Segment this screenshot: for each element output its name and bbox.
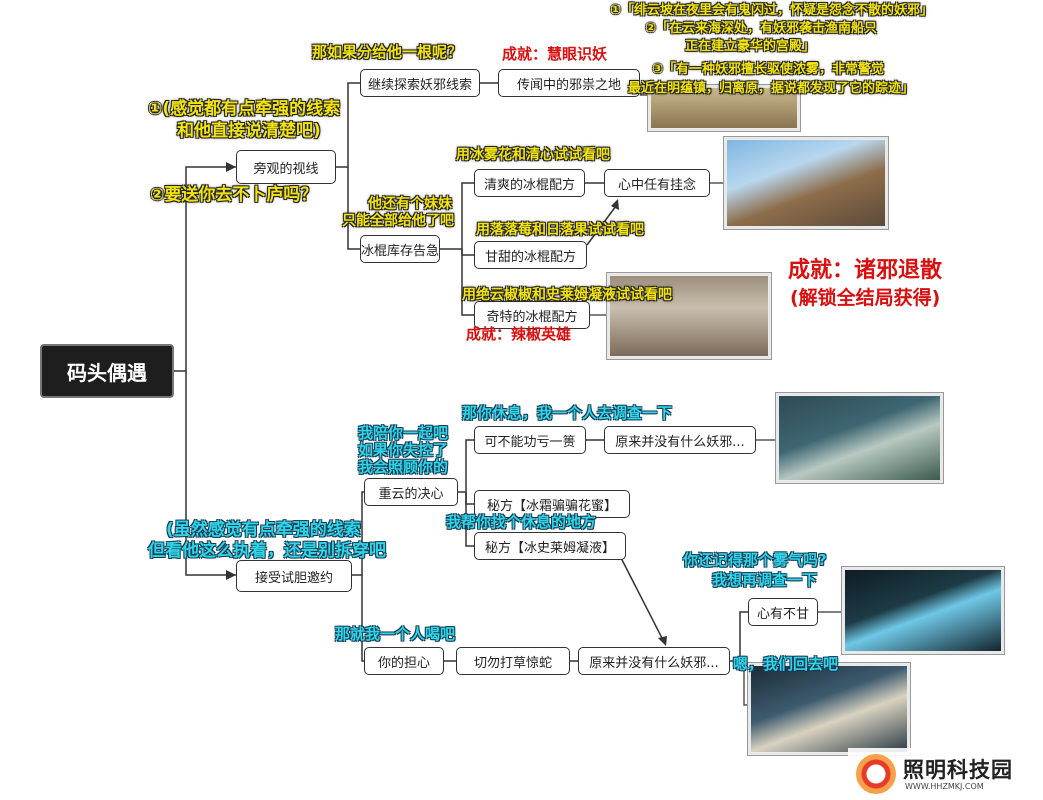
node-chuanwen: 传闻中的邪祟之地 [498, 69, 640, 97]
note-fen-gei: 那如果分给他一根呢？ [312, 43, 463, 61]
node-bingun: 冰棍库存告急 [360, 235, 440, 263]
note-jueyun: 用绝云椒椒和史莱姆凝液试试看吧 [462, 287, 672, 303]
achievement-huiyan: 成就：慧眼识妖 [502, 45, 608, 63]
node-qite: 奇特的冰棍配方 [474, 301, 590, 329]
note-yige: 那就我一个人喝吧 [335, 625, 456, 643]
node-jieshou: 接受试胆邀约 [236, 560, 352, 592]
node-xinyou: 心有不甘 [748, 598, 818, 626]
note-quest-3b: 最近在明蕴镇，归离原，据说都发现了它的踪迹」 [628, 81, 915, 96]
thumbnail-scene-3 [776, 393, 943, 483]
note-bang: 我帮你找个休息的地方 [446, 513, 597, 531]
node-jixu: 继续探索妖邪线索 [360, 69, 480, 97]
node-qingshuang: 清爽的冰棍配方 [474, 169, 585, 197]
note-quest-1: ①「绯云坡在夜里会有鬼闪过，怀疑是怨念不散的妖邪」 [610, 3, 934, 18]
root-node: 码头偶遇 [40, 344, 174, 398]
note-pei-b: 如果你失控了 [358, 441, 449, 459]
thumbnail-scene-2 [607, 273, 771, 359]
note-luoluo: 用落落莓和日落果试试看吧 [476, 222, 644, 238]
note-option-1a: ①(感觉都有点牵强的线索 [148, 99, 341, 119]
watermark-title: 照明科技园 [903, 758, 1013, 782]
note-option-2: ②要送你去不卜庐吗？ [150, 185, 318, 205]
note-jide: 你还记得那个雾气吗? [683, 551, 827, 569]
watermark-url: WWW.HHZMKJ.COM [905, 782, 984, 791]
thumbnail-scene-1 [724, 137, 888, 229]
node-tiantian: 甘甜的冰棍配方 [474, 241, 587, 269]
note-suiran-b: 但看他这么执着，还是别拆穿吧 [148, 541, 386, 561]
node-pangguan: 旁观的视线 [236, 150, 336, 184]
note-quest-3a: ③「有一种妖邪擅长驱使浓雾，非常警觉 [652, 62, 885, 77]
watermark-logo-icon [856, 754, 896, 794]
achievement-lajiao: 成就：辣椒英雄 [466, 325, 572, 343]
node-mifang-1: 秘方【冰霜骗骗花蜜】 [474, 490, 630, 518]
achievement-zhuxie: 成就：诸邪退散 [788, 258, 943, 283]
note-zai: 我想再调查一下 [712, 571, 818, 589]
node-yuanlai-1: 原来并没有什么妖邪... [604, 426, 756, 454]
note-xiuxi: 那你休息，我一个人去调查一下 [462, 404, 673, 422]
node-yuanlai-2: 原来并没有什么妖邪... [578, 647, 730, 675]
note-pei-a: 我陪你一起吧 [358, 424, 449, 442]
note-pei-c: 我会照顾你的 [358, 458, 449, 476]
node-mifang-2: 秘方【冰史莱姆凝液】 [474, 532, 626, 560]
node-qiewu: 切勿打草惊蛇 [456, 647, 570, 675]
thumbnail-scene-5 [748, 663, 910, 755]
note-meimei-a: 他还有个妹妹 [368, 196, 452, 212]
node-danxin: 你的担心 [364, 647, 444, 675]
note-meimei-b: 只能全部给他了吧 [342, 213, 454, 229]
thumbnail-haunted-land [648, 85, 800, 131]
node-xinzhong: 心中任有挂念 [604, 169, 710, 197]
note-quest-2b: 正在建立豪华的宫殿」 [685, 39, 816, 54]
note-option-1b: 和他直接说清楚吧) [177, 121, 321, 141]
watermark: 照明科技园 WWW.HHZMKJ.COM [848, 748, 1043, 800]
note-suiran-a: (虽然感觉有点牵强的线索 [166, 520, 361, 540]
note-en: 嗯，我们回去吧 [733, 655, 839, 673]
node-bukeneng: 可不能功亏一篑 [474, 426, 586, 454]
note-quest-2a: ②「在云来海深处，有妖邪袭击渔南船只 [645, 21, 878, 36]
achievement-unlock-note: (解锁全结局获得) [790, 287, 941, 309]
node-chongyun: 重云的决心 [364, 478, 458, 506]
thumbnail-scene-4 [842, 567, 1004, 654]
note-bingwu: 用冰雾花和清心试试看吧 [456, 147, 610, 163]
